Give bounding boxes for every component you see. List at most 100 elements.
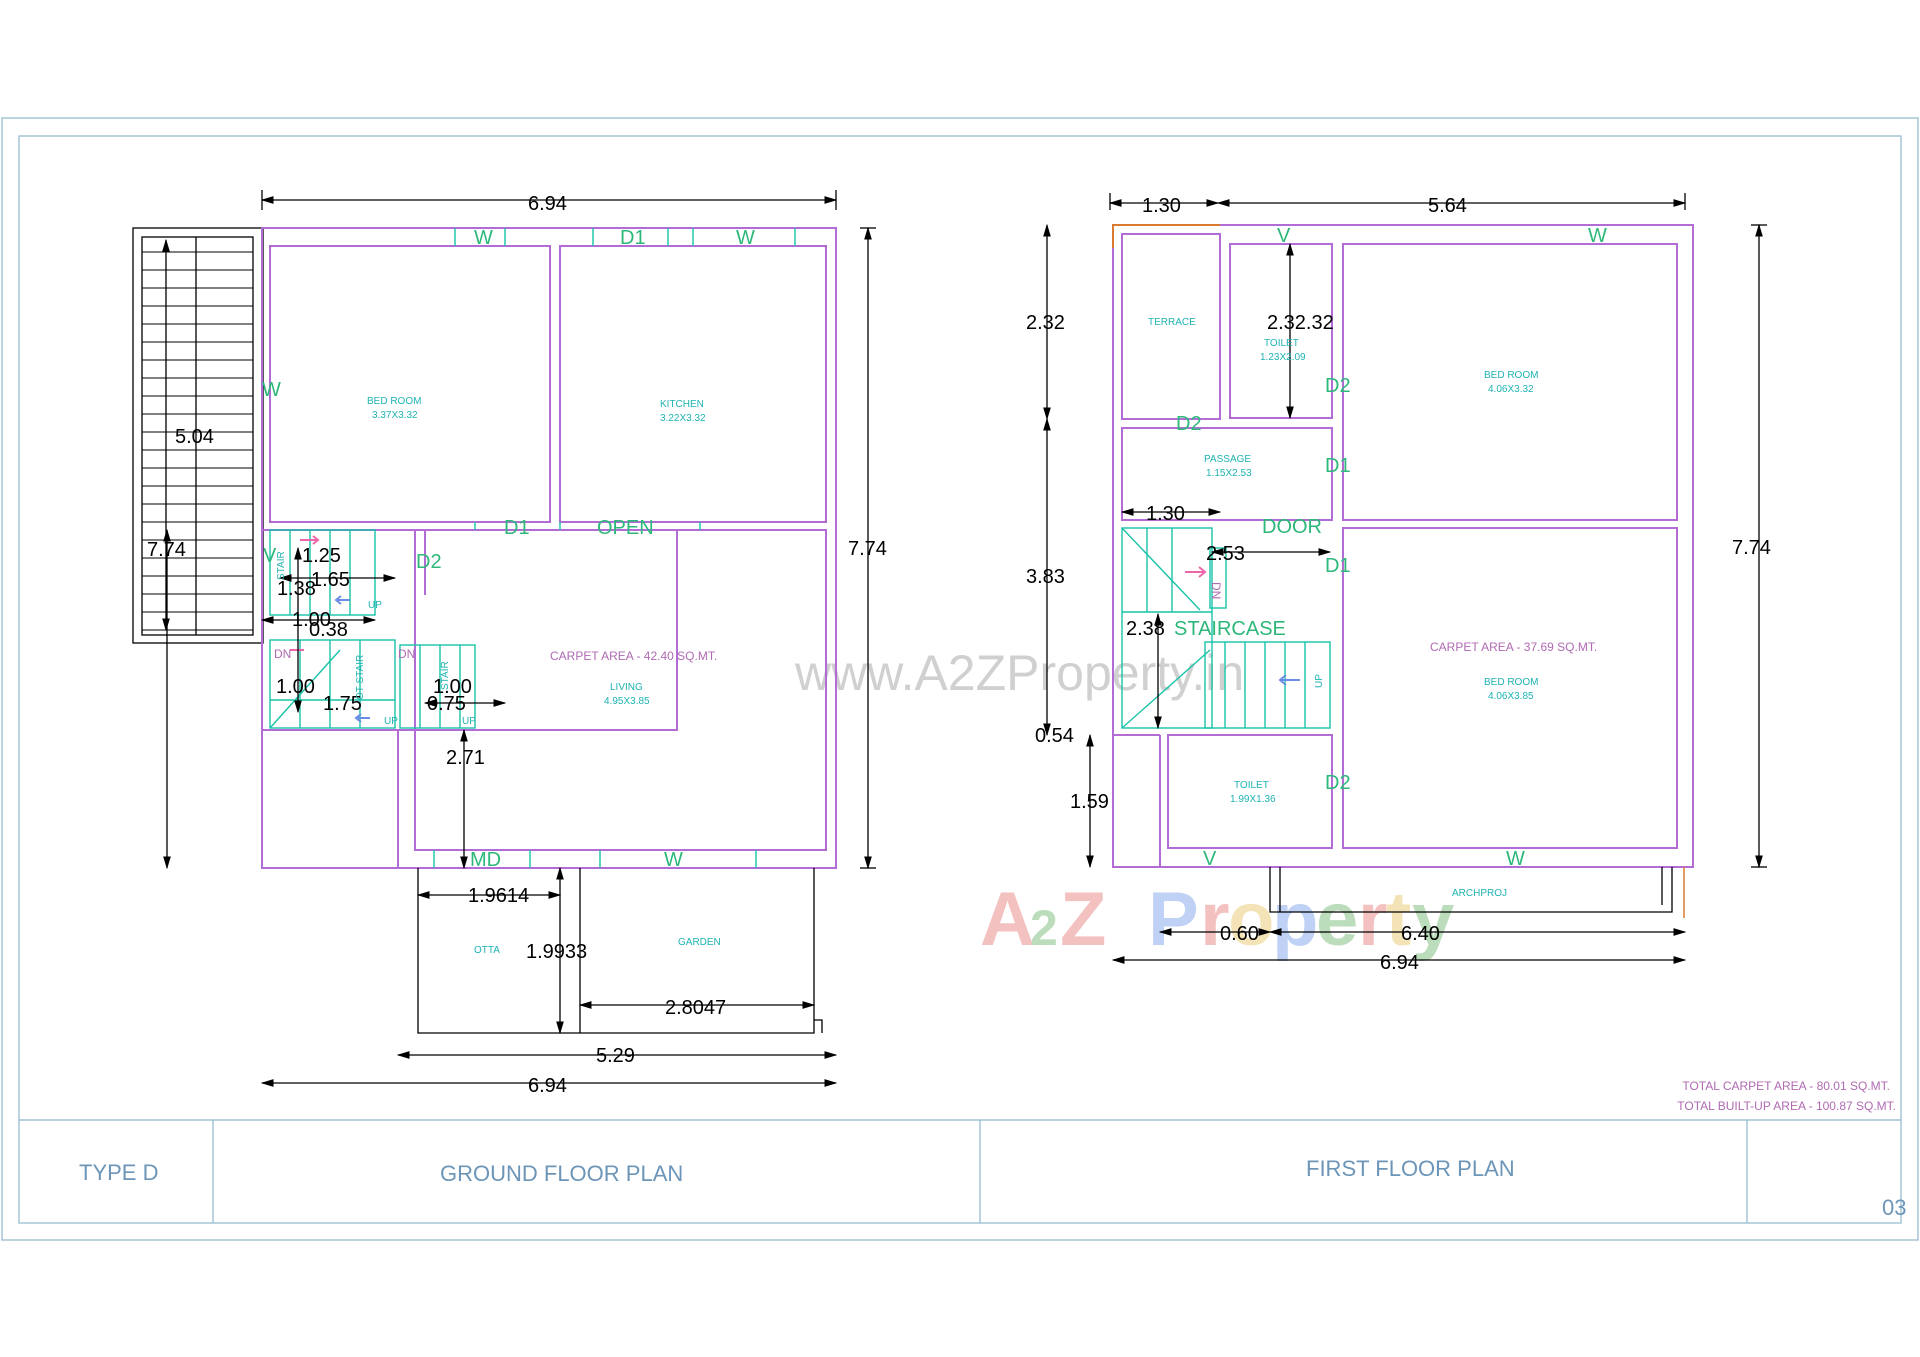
- ff-toilet1-name: TOILET: [1264, 338, 1299, 349]
- first-archproj: [1269, 867, 1685, 918]
- gf-dim-038: 0.38: [309, 619, 348, 641]
- ff-tag-door: DOOR: [1262, 516, 1322, 538]
- ground-openings: [433, 228, 796, 868]
- gf-dim-529: 5.29: [596, 1045, 635, 1067]
- ff-dim-toilet-h: 2.32.32: [1267, 312, 1334, 334]
- ground-external-stair: [132, 227, 264, 644]
- ff-tag-d1a: D1: [1325, 455, 1351, 477]
- gf-dim-271: 2.71: [446, 747, 485, 769]
- svg-text:p: p: [1272, 877, 1318, 962]
- ff-toilet1-size: 1.23X2.09: [1260, 352, 1306, 363]
- total-carpet-area: TOTAL CARPET AREA - 80.01 SQ.MT.: [1682, 1079, 1890, 1093]
- ff-dim-130: 1.30: [1142, 195, 1181, 217]
- gf-tag-stair2: OT STAIR: [355, 655, 366, 700]
- gf-tag-up1: UP: [368, 600, 382, 611]
- ff-dim-p130: 1.30: [1146, 503, 1185, 525]
- ff-tag-d1b: D1: [1325, 555, 1351, 577]
- gf-carpet-area: CARPET AREA - 42.40 SQ.MT.: [550, 649, 717, 663]
- gf-tag-w1: W: [474, 227, 493, 249]
- gf-tag-up3: UP: [462, 716, 476, 727]
- ff-tag-dn: DN: [1209, 582, 1223, 599]
- ff-toilet2-name: TOILET: [1234, 780, 1269, 791]
- ff-dim-238: 2.38: [1126, 618, 1165, 640]
- gf-tag-up2: UP: [384, 716, 398, 727]
- ff-terrace: TERRACE: [1148, 317, 1196, 328]
- ff-tag-v2: V: [1203, 848, 1217, 870]
- gf-living-size: 4.95X3.85: [604, 696, 650, 707]
- total-builtup-area: TOTAL BUILT-UP AREA - 100.87 SQ.MT.: [1677, 1099, 1896, 1113]
- ff-bed1-name: BED ROOM: [1484, 370, 1538, 381]
- gf-tag-w3: W: [664, 849, 683, 871]
- type-label: TYPE D: [79, 1160, 158, 1185]
- first-dimension-lines: [1043, 193, 1767, 964]
- ff-archproj: ARCHPROJ: [1452, 888, 1507, 899]
- ff-bed1-size: 4.06X3.32: [1488, 384, 1534, 395]
- ground-dimension-lines: [163, 190, 876, 1087]
- ff-dim-060: 0.60: [1220, 923, 1259, 945]
- gf-kitchen-size: 3.22X3.32: [660, 413, 706, 424]
- ff-passage-name: PASSAGE: [1204, 454, 1251, 465]
- ff-tag-up: UP: [1314, 674, 1325, 688]
- gf-tag-md: MD: [470, 849, 501, 871]
- gf-dim-right: 7.74: [848, 538, 887, 560]
- gf-tag-w2: W: [736, 227, 755, 249]
- ff-dim-159: 1.59: [1070, 791, 1109, 813]
- gf-kitchen-name: KITCHEN: [660, 399, 704, 410]
- gf-otta: OTTA: [474, 945, 500, 956]
- ff-tag-w1: W: [1588, 225, 1607, 247]
- gf-dim-175: 1.75: [323, 693, 362, 715]
- svg-text:2: 2: [1030, 900, 1058, 956]
- svg-text:t: t: [1386, 877, 1411, 962]
- gf-bedroom-name: BED ROOM: [367, 396, 421, 407]
- gf-tag-open: OPEN: [597, 517, 654, 539]
- svg-text:A: A: [980, 877, 1035, 962]
- svg-text:P: P: [1148, 877, 1199, 962]
- ff-dim-383: 3.83: [1026, 566, 1065, 588]
- ff-tag-staircase: STAIRCASE: [1174, 618, 1286, 640]
- svg-text:y: y: [1412, 877, 1454, 962]
- ff-dim-694: 6.94: [1380, 952, 1419, 974]
- gf-dim-bottom: 6.94: [528, 1075, 567, 1097]
- gf-dim-165: 1.65: [311, 569, 350, 591]
- svg-text:e: e: [1316, 877, 1358, 962]
- gf-bedroom-size: 3.37X3.32: [372, 410, 418, 421]
- ff-bed2-size: 4.06X3.85: [1488, 691, 1534, 702]
- ff-tag-d2b: D2: [1176, 413, 1202, 435]
- gf-tag-d2: D2: [416, 551, 442, 573]
- gf-garden: GARDEN: [678, 937, 721, 948]
- ff-tag-w2: W: [1506, 848, 1525, 870]
- sheet-number: 03: [1882, 1195, 1906, 1220]
- gf-dim-100a: 1.00: [292, 609, 331, 631]
- gf-tag-d1b: D1: [504, 517, 530, 539]
- first-walls: [1112, 224, 1694, 868]
- gf-dim-garden-w: 2.8047: [665, 997, 726, 1019]
- gf-dim-100c: 1.00: [433, 676, 472, 698]
- gf-tag-dn2: DN: [398, 647, 415, 661]
- svg-text:o: o: [1228, 877, 1274, 962]
- gf-dim-top: 6.94: [528, 193, 567, 215]
- ground-floor-title: GROUND FLOOR PLAN: [440, 1161, 683, 1186]
- ff-dim-232: 2.32: [1026, 312, 1065, 334]
- ff-dim-640: 6.40: [1401, 923, 1440, 945]
- gf-dim-100b: 1.00: [276, 676, 315, 698]
- gf-dim-otta-h: 1.9933: [526, 941, 587, 963]
- ground-floor-plan: 6.94 7.74 5.04 7.74 1.25 1.65 1.38 1.00 …: [132, 190, 887, 1097]
- gf-tag-d1a: D1: [620, 227, 646, 249]
- ff-dim-right: 7.74: [1732, 537, 1771, 559]
- first-floor-title: FIRST FLOOR PLAN: [1306, 1156, 1515, 1181]
- gf-dim-otta-w: 1.9614: [468, 885, 529, 907]
- ground-internal-stair: [269, 529, 476, 729]
- gf-dim-stair-b: 7.74: [147, 539, 186, 561]
- first-floor-plan: 1.30 5.64 2.32 2.32.32 1.30 2.53 3.83 2.…: [1026, 193, 1771, 974]
- gf-dim-138: 1.38: [277, 578, 316, 600]
- gf-tag-stair3: STAIR: [440, 661, 451, 690]
- ff-tag-d2a: D2: [1325, 375, 1351, 397]
- gf-tag-dn1: DN: [274, 647, 291, 661]
- gf-tag-stair1: STAIR: [276, 551, 287, 580]
- ff-toilet2-size: 1.99X1.36: [1230, 794, 1276, 805]
- ff-passage-size: 1.15X2.53: [1206, 468, 1252, 479]
- first-staircase: [1121, 527, 1331, 729]
- ff-dim-054: 0.54: [1035, 725, 1074, 747]
- gf-tag-v: V: [263, 545, 277, 567]
